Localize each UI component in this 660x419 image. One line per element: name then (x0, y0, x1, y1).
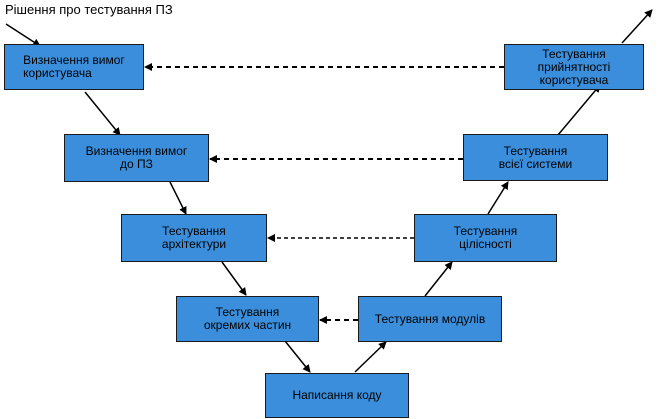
box-unit-part-testing-label: Тестування окремих частин (203, 305, 292, 332)
box-user-requirements-label: Визначення вимог користувача (23, 53, 125, 80)
arrow-architecture-to-unit-parts (221, 261, 247, 296)
arrow-module-to-integration-testing (424, 261, 453, 297)
box-unit-part-testing: Тестування окремих частин (176, 296, 319, 342)
box-architecture-testing-label: Тестування архітектури (161, 224, 227, 251)
box-module-testing-label: Тестування модулів (374, 311, 486, 326)
box-acceptance-testing: Тестування прийнятності користувача (504, 44, 644, 90)
arrow-integration-to-system-testing (487, 181, 509, 215)
arrow-coding-to-module-testing (354, 341, 387, 373)
arrow-caption-to-user-requirements (5, 23, 41, 47)
box-user-requirements: Визначення вимог користувача (4, 44, 144, 90)
box-system-testing-label: Тестування всієї системи (498, 143, 573, 171)
box-coding-label: Написання коду (292, 388, 382, 402)
arrow-system-to-acceptance-testing (557, 84, 601, 136)
arrow-user-to-software-requirements (84, 91, 121, 136)
box-integration-testing: Тестування цілісності (414, 214, 557, 262)
arrow-software-requirements-to-architecture (169, 181, 187, 215)
box-integration-testing-label: Тестування цілісності (453, 224, 518, 251)
arrow-acceptance-exit (621, 9, 653, 44)
box-architecture-testing: Тестування архітектури (121, 214, 267, 262)
arrow-unit-parts-to-coding (284, 340, 311, 373)
box-coding: Написання коду (265, 373, 409, 418)
box-software-requirements-label: Визначення вимог до ПЗ (85, 144, 188, 171)
diagram-caption: Рішення про тестування ПЗ (5, 2, 173, 17)
box-module-testing: Тестування модулів (358, 296, 502, 342)
box-software-requirements: Визначення вимог до ПЗ (64, 134, 209, 182)
box-acceptance-testing-label: Тестування прийнятності користувача (537, 46, 611, 87)
box-system-testing: Тестування всієї системи (463, 134, 608, 181)
